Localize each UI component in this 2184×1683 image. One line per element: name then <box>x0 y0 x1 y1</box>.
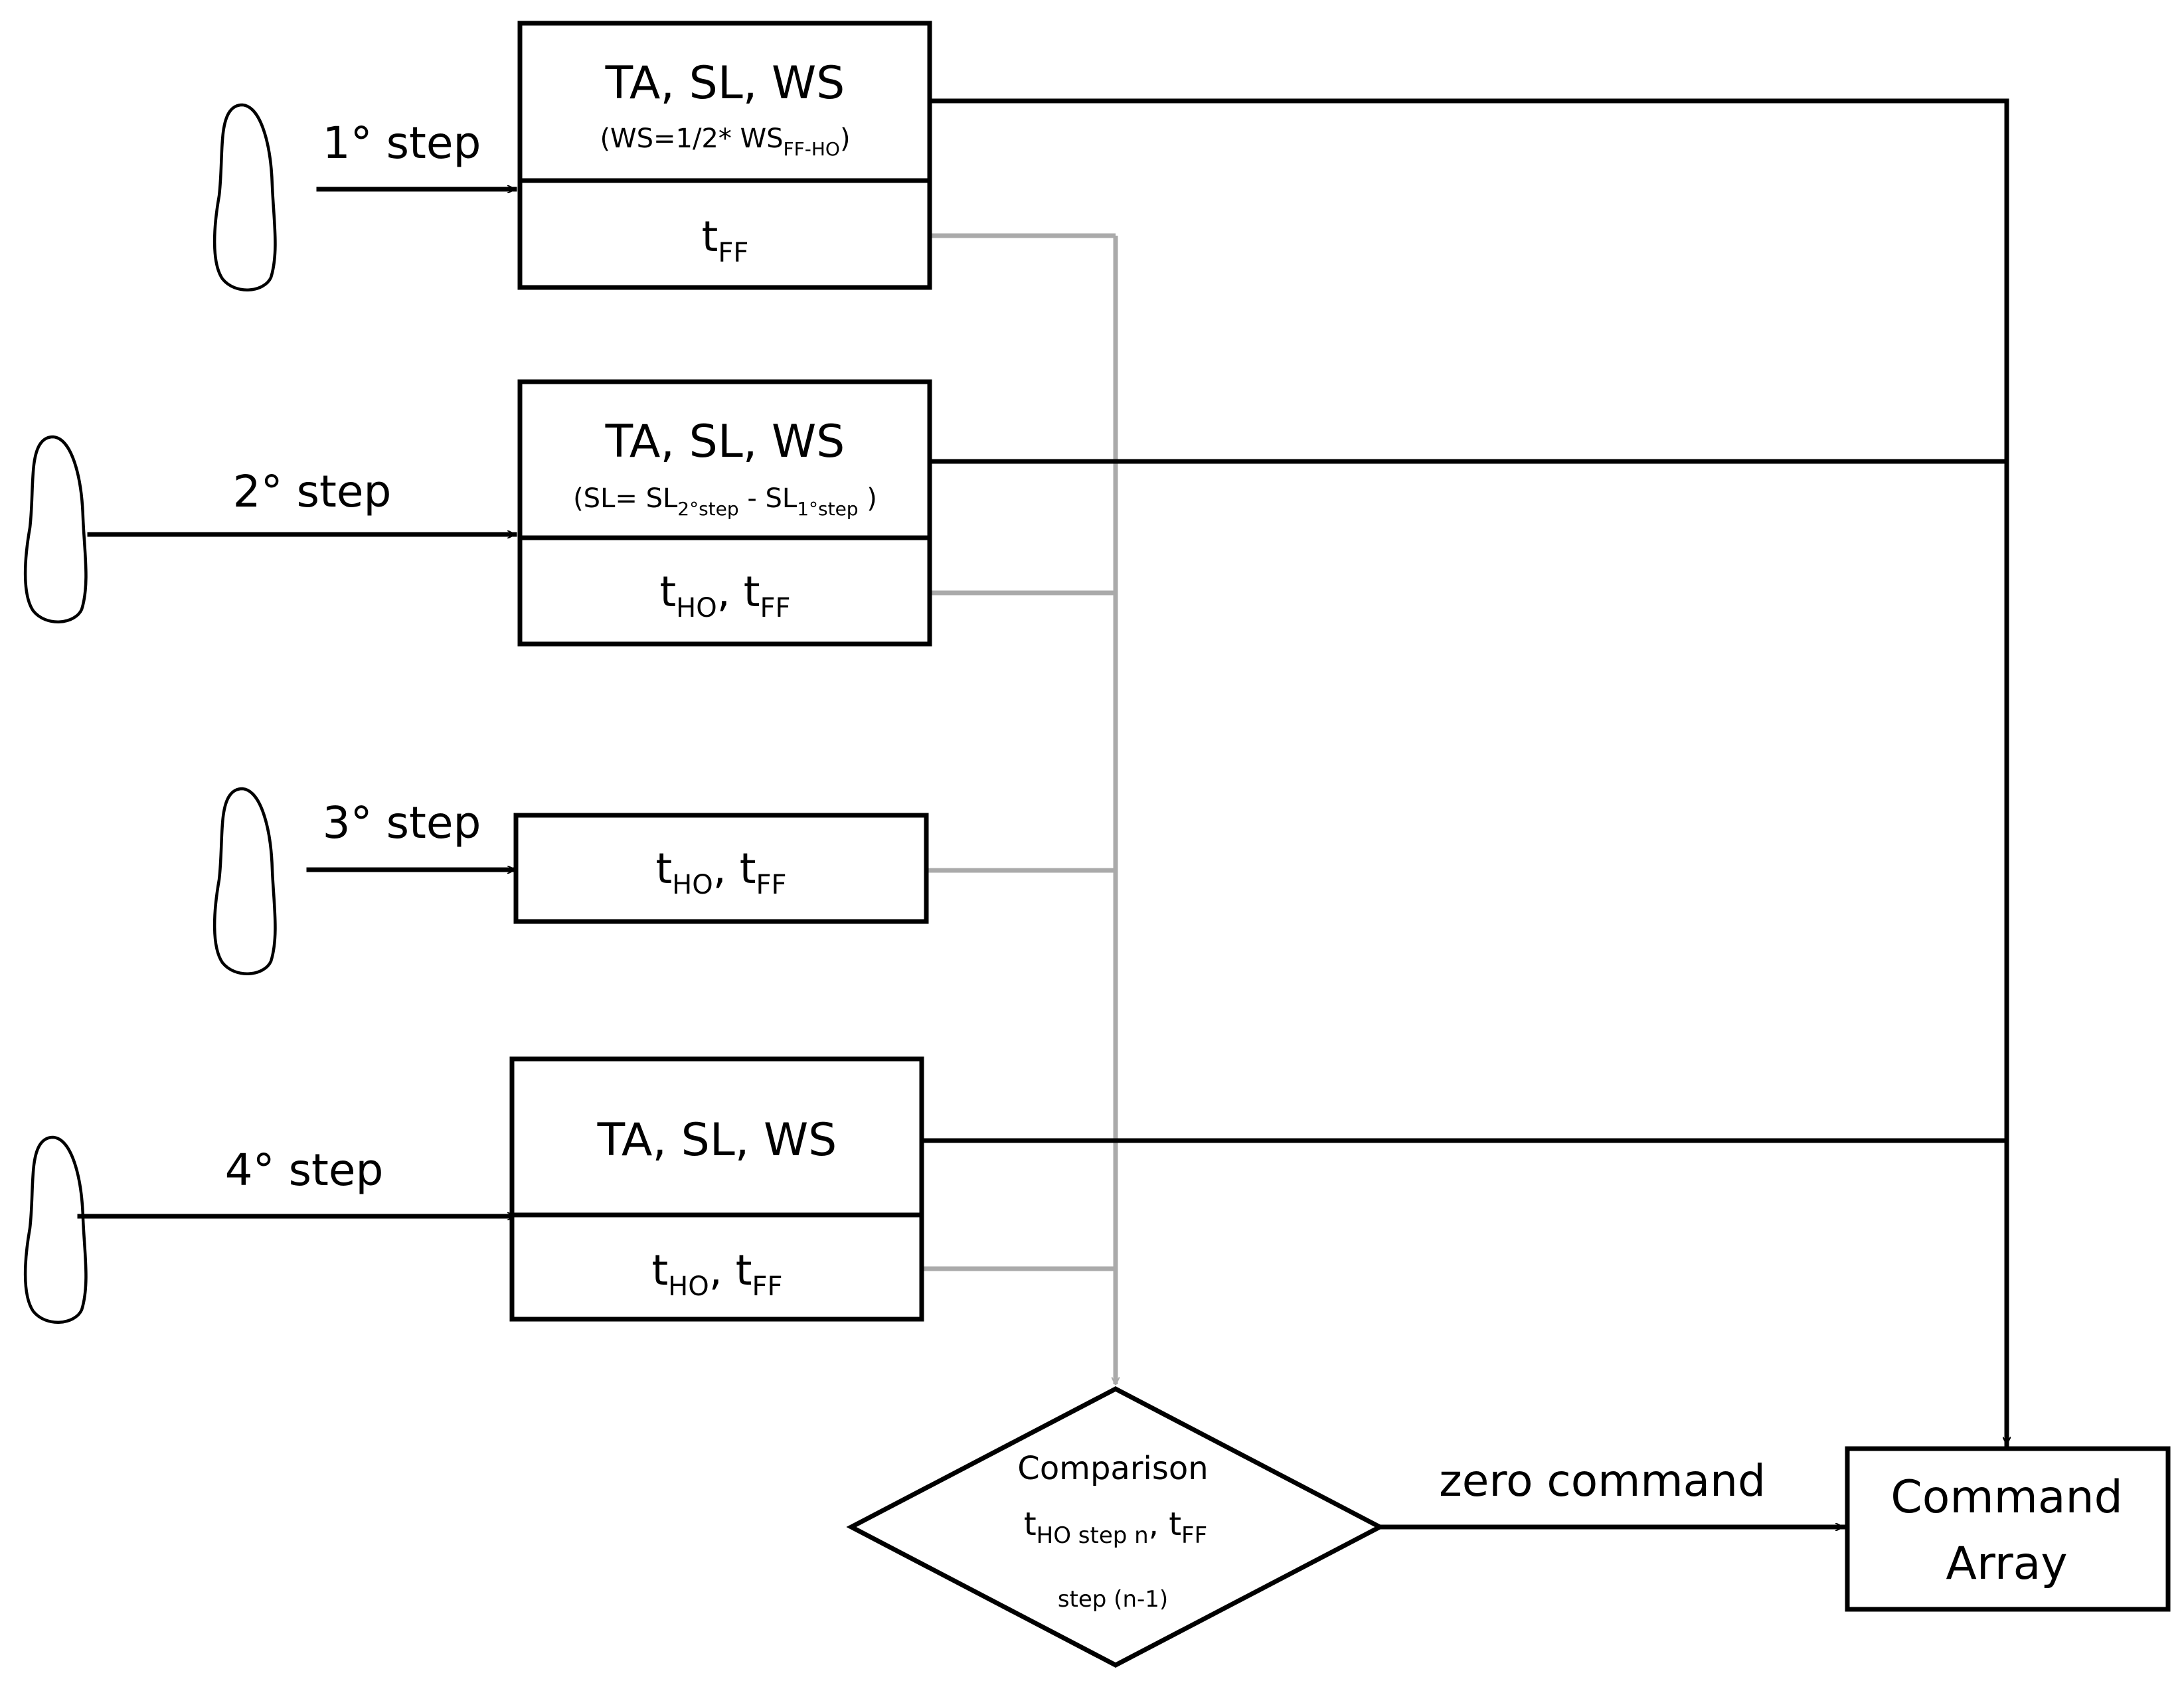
command-array-line1: Command <box>1890 1471 2123 1524</box>
zero-command-label: zero command <box>1439 1455 1766 1506</box>
comparison-decision: Comparison tHO step n, tFF step (n-1) <box>846 1386 1385 1668</box>
step-2-label: 2° step <box>233 466 392 517</box>
step-3-box: tHO, tFF <box>513 813 929 924</box>
command-array-box: Command Array <box>1845 1446 2171 1612</box>
step-2-box: TA, SL, WS (SL= SL2°step - SL1°step ) tH… <box>517 379 932 647</box>
step-2-params: TA, SL, WS <box>605 416 845 468</box>
command-array-line2: Array <box>1946 1538 2067 1590</box>
step-3-label: 3° step <box>323 797 481 848</box>
step-3-times: tHO, tFF <box>655 844 786 900</box>
step-2-times: tHO, tFF <box>659 568 790 623</box>
footprint-2-icon <box>23 435 88 623</box>
step-2-sl-note: (SL= SL2°step - SL1°step ) <box>573 483 877 520</box>
comparison-times: tHO step n, tFF <box>1024 1506 1207 1549</box>
step-1-ws-note: (WS=1/2* WSFF-HO) <box>600 123 850 160</box>
step-4-label: 4° step <box>225 1145 384 1196</box>
comparison-step-ref: step (n-1) <box>1058 1586 1168 1613</box>
footprint-1-icon <box>212 103 277 291</box>
step-1-params: TA, SL, WS <box>605 57 845 110</box>
step-1-label: 1° step <box>323 118 481 169</box>
footprint-4-icon <box>23 1135 88 1324</box>
comparison-title: Comparison <box>1017 1450 1208 1487</box>
step-1-box: TA, SL, WS (WS=1/2* WSFF-HO) tFF <box>517 21 932 290</box>
footprint-3-icon <box>212 787 277 975</box>
step-4-box: TA, SL, WS tHO, tFF <box>509 1056 924 1322</box>
step-4-params: TA, SL, WS <box>597 1114 837 1166</box>
step-4-times: tHO, tFF <box>651 1246 782 1302</box>
step-1-times: tFF <box>702 212 749 268</box>
